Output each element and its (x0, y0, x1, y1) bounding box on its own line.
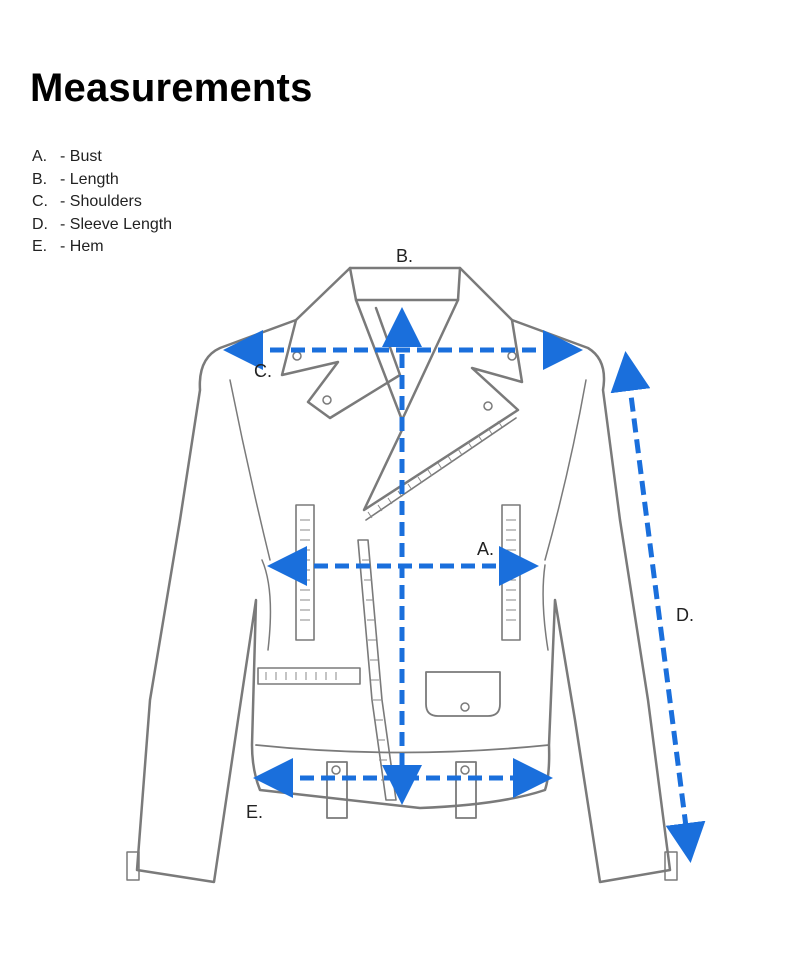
zipper-teeth (265, 420, 516, 781)
legend-key: E. (32, 238, 48, 255)
page-title: Measurements (30, 66, 313, 110)
measurement-legend: A. - Bust B. - Length C. - Shoulders D. - Sl… (32, 146, 172, 259)
legend-label: - Shoulders (60, 193, 142, 210)
legend-label: - Length (60, 170, 119, 188)
legend-label: - Sleeve Length (60, 215, 173, 233)
legend-item-length: B. - Length (32, 169, 172, 192)
label-b: B. (396, 246, 413, 266)
legend-key: C. (32, 193, 48, 210)
label-e: E. (246, 802, 263, 822)
label-c: C. (254, 361, 272, 381)
legend-label: - Hem (60, 238, 104, 255)
legend-item-hem: E. - Hem (32, 236, 172, 259)
legend-label: - Bust (60, 148, 102, 165)
measurement-arrows (223, 307, 706, 863)
arrow-sleeve-length (610, 351, 706, 863)
label-a: A. (477, 539, 494, 559)
legend-item-sleeve-length: D. - Sleeve Length (32, 214, 172, 237)
legend-item-bust: A. - Bust (32, 146, 172, 169)
legend-item-shoulders: C. - Shoulders (32, 191, 172, 214)
legend-key: A. (32, 148, 48, 165)
label-d: D. (676, 605, 694, 625)
legend-key: D. (32, 215, 48, 233)
legend-key: B. (32, 170, 48, 188)
